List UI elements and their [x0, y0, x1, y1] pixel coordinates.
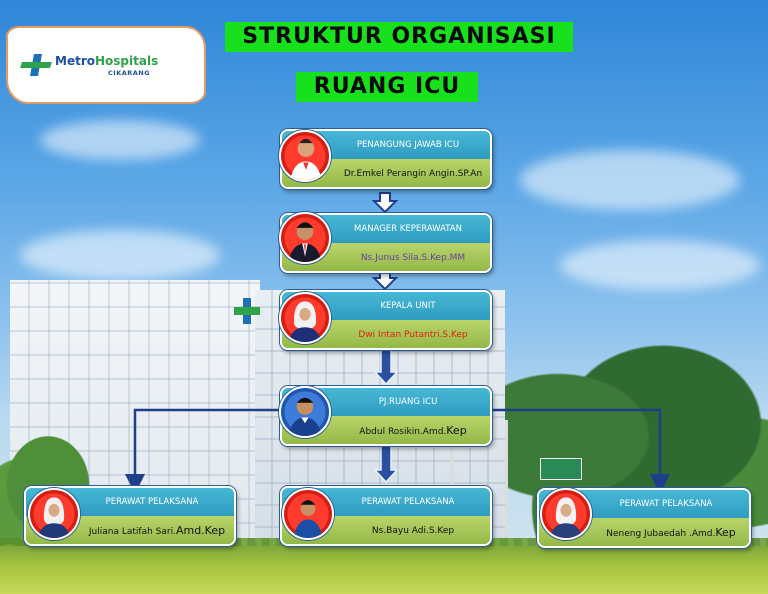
cloud: [520, 150, 740, 210]
cloud: [20, 230, 220, 280]
metro-hospitals-cross-icon: [20, 54, 54, 76]
cloud: [560, 240, 760, 290]
avatar: [279, 212, 331, 264]
avatar: [279, 292, 331, 344]
person-photo-icon: [30, 490, 78, 538]
green-sign: [540, 458, 582, 480]
logo-brand: MetroHospitals: [55, 54, 158, 68]
grass: [0, 546, 768, 594]
avatar: [28, 488, 80, 540]
logo-card: MetroHospitals CIKARANG: [6, 26, 206, 104]
avatar: [282, 488, 334, 540]
person-photo-icon: [281, 132, 329, 180]
person-photo-icon: [284, 490, 332, 538]
person-photo-icon: [281, 294, 329, 342]
person-photo-icon: [281, 214, 329, 262]
hospital-cross-icon: [232, 296, 262, 326]
avatar: [279, 386, 331, 438]
page-subtitle: RUANG ICU: [296, 72, 478, 102]
page-title: STRUKTUR ORGANISASI: [225, 22, 573, 52]
avatar: [540, 488, 592, 540]
person-photo-icon: [542, 490, 590, 538]
avatar: [279, 130, 331, 182]
logo-subtitle: CIKARANG: [108, 69, 150, 77]
cloud: [40, 120, 200, 160]
person-photo-icon: [281, 388, 329, 436]
arrow-down: [374, 193, 396, 212]
